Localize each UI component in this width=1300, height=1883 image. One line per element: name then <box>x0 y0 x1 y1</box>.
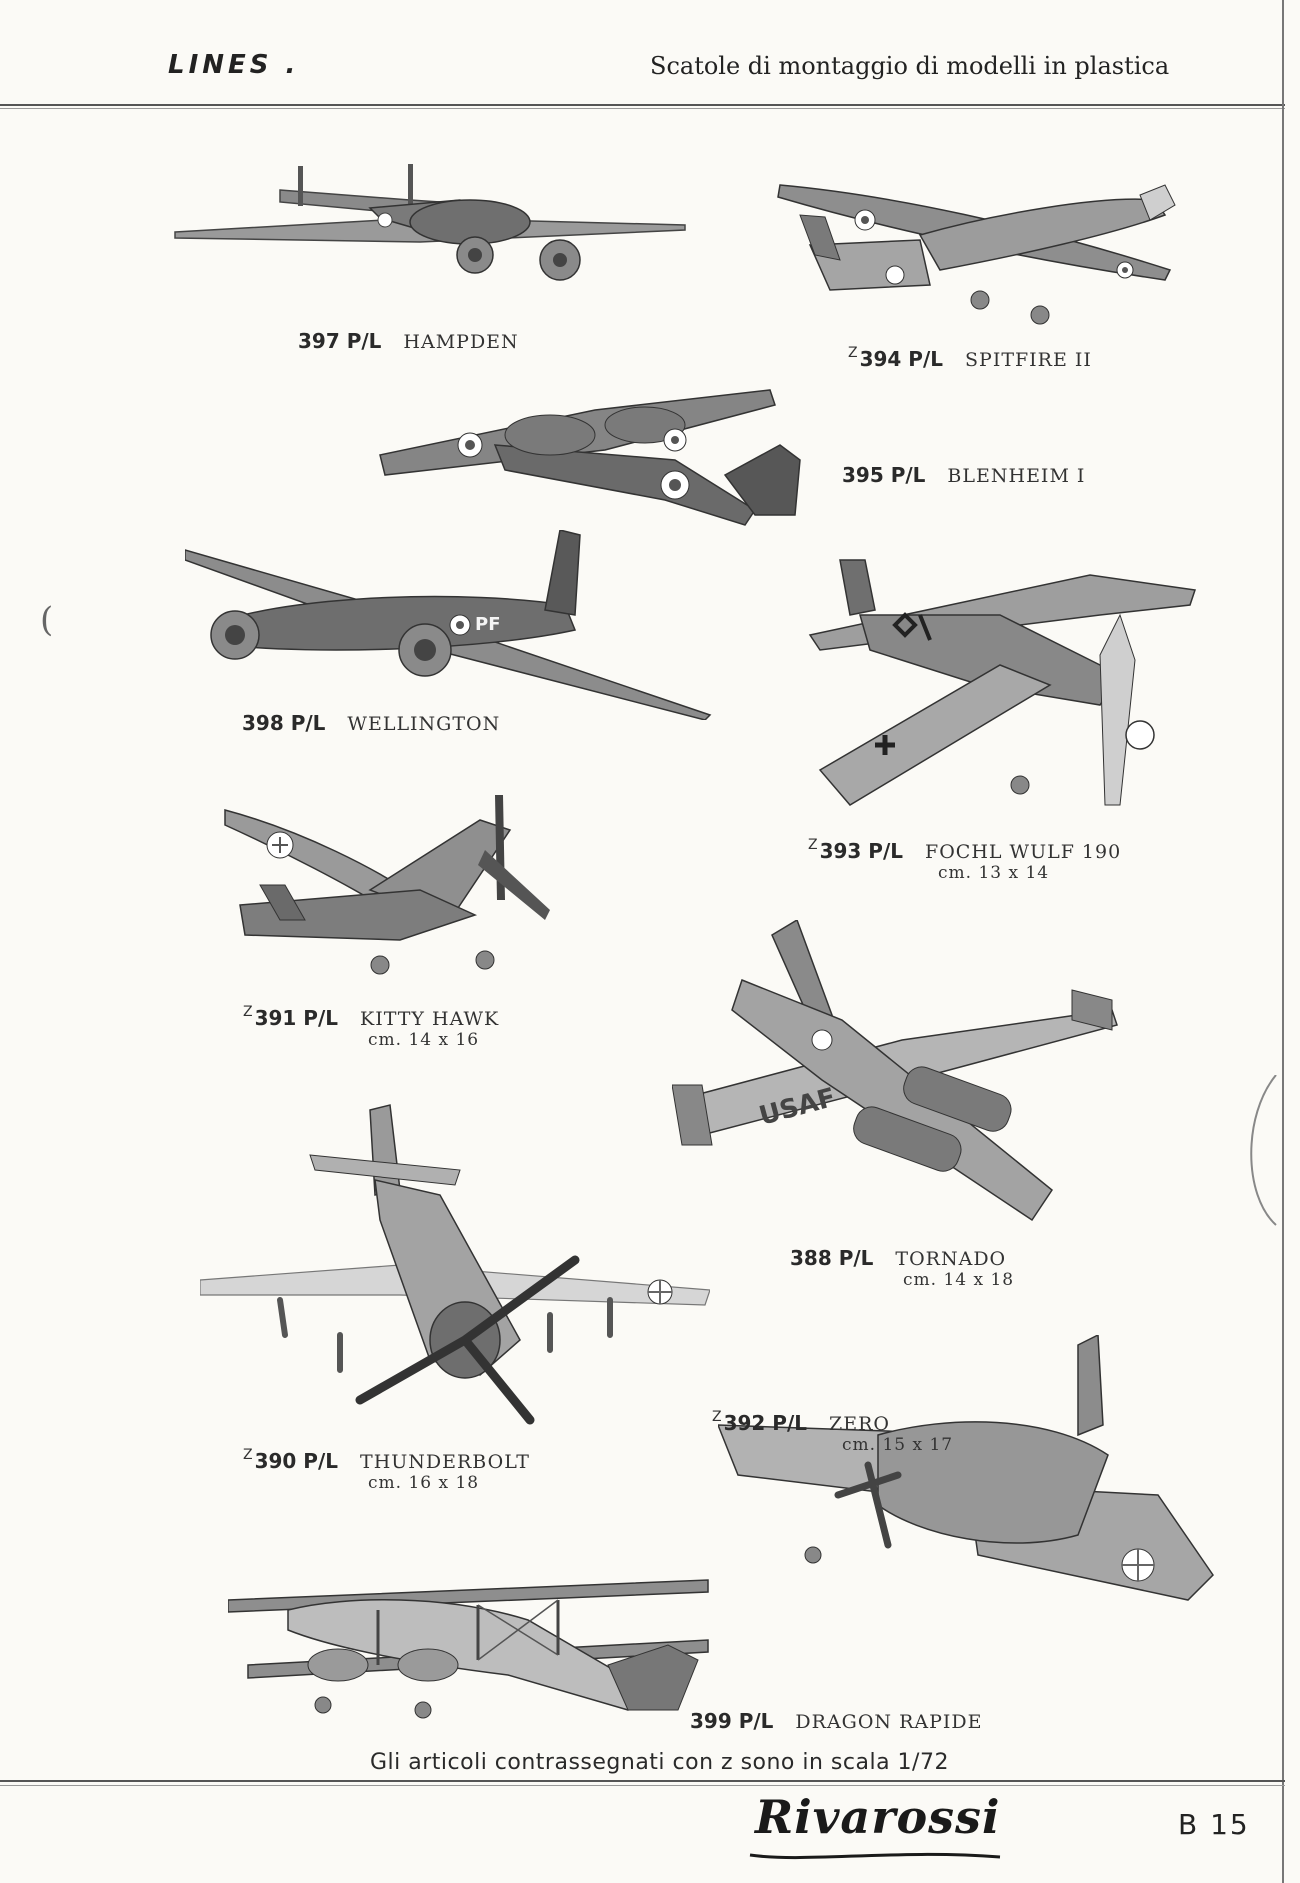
header-rule <box>0 104 1285 106</box>
scale-mark: Z <box>243 1004 253 1020</box>
scale-mark: Z <box>712 1409 722 1425</box>
item-name: KITTY HAWK <box>360 1008 500 1030</box>
rivarossi-logo: Rivarossi <box>755 1790 1001 1844</box>
item-name: DRAGON RAPIDE <box>795 1711 983 1733</box>
binder-hole-mark <box>1250 1075 1277 1226</box>
item-code: 397 P/L <box>298 329 382 353</box>
margin-mark: ( <box>40 600 54 640</box>
header-rule-thin <box>0 108 1285 109</box>
header-title: Scatole di montaggio di modelli in plast… <box>650 52 1170 80</box>
item-code: 393 P/L <box>819 839 904 863</box>
logo-swash <box>749 1852 1001 1860</box>
aircraft-wellington-image: PF <box>185 530 715 720</box>
item-size: cm. 16 x 18 <box>368 1473 480 1493</box>
aircraft-hampden-image <box>170 160 690 300</box>
item-name: ZERO <box>829 1413 890 1435</box>
svg-text:PF: PF <box>475 614 501 635</box>
footer-rule-thin <box>0 1785 1285 1786</box>
item-code: 399 P/L <box>690 1709 774 1733</box>
item-size: cm. 14 x 18 <box>903 1270 1015 1290</box>
brand-top: LINES . <box>168 50 300 80</box>
aircraft-dragonrapide-image <box>228 1570 713 1735</box>
aircraft-thunderbolt-image <box>200 1100 710 1425</box>
item-code: 391 P/L <box>254 1006 339 1030</box>
item-name: TORNADO <box>895 1248 1007 1270</box>
item-size: cm. 15 x 17 <box>842 1435 954 1455</box>
caption-hampden: 397 P/L HAMPDEN <box>296 328 519 352</box>
aircraft-kittyhawk-image <box>220 790 595 980</box>
item-code: 392 P/L <box>723 1411 808 1435</box>
page-edge-rule <box>1282 0 1284 1883</box>
scale-mark: Z <box>243 1447 253 1463</box>
item-name: BLENHEIM I <box>947 465 1086 487</box>
item-name: HAMPDEN <box>403 331 519 353</box>
item-code: 398 P/L <box>242 711 326 735</box>
caption-wellington: 398 P/L WELLINGTON <box>240 710 500 734</box>
item-name: THUNDERBOLT <box>360 1451 530 1473</box>
footer-rule <box>0 1780 1285 1782</box>
aircraft-spitfire-image <box>770 175 1180 330</box>
page-reference: B 15 <box>1178 1808 1250 1841</box>
item-code: 395 P/L <box>842 463 926 487</box>
scale-mark: Z <box>848 345 858 361</box>
caption-blenheim: 395 P/L BLENHEIM I <box>840 462 1085 486</box>
caption-dragonrapide: 399 P/L DRAGON RAPIDE <box>688 1708 983 1732</box>
aircraft-zero-image <box>718 1335 1218 1615</box>
item-name: SPITFIRE II <box>965 349 1092 371</box>
caption-tornado: 388 P/L TORNADO cm. 14 x 18 <box>788 1245 1014 1289</box>
item-size: cm. 13 x 14 <box>938 863 1050 883</box>
scale-mark: Z <box>808 837 818 853</box>
aircraft-tornado-image: USAF <box>672 920 1122 1235</box>
item-code: 394 P/L <box>859 347 944 371</box>
item-name: WELLINGTON <box>347 713 501 735</box>
item-name: FOCHL WULF 190 <box>925 841 1122 863</box>
aircraft-blenheim-image <box>375 385 815 535</box>
item-code: 390 P/L <box>254 1449 339 1473</box>
item-code: 388 P/L <box>790 1246 874 1270</box>
scale-footnote: Gli articoli contrassegnati con z sono i… <box>370 1750 949 1775</box>
aircraft-fockewulf-image <box>800 555 1200 820</box>
item-size: cm. 14 x 16 <box>368 1030 480 1050</box>
